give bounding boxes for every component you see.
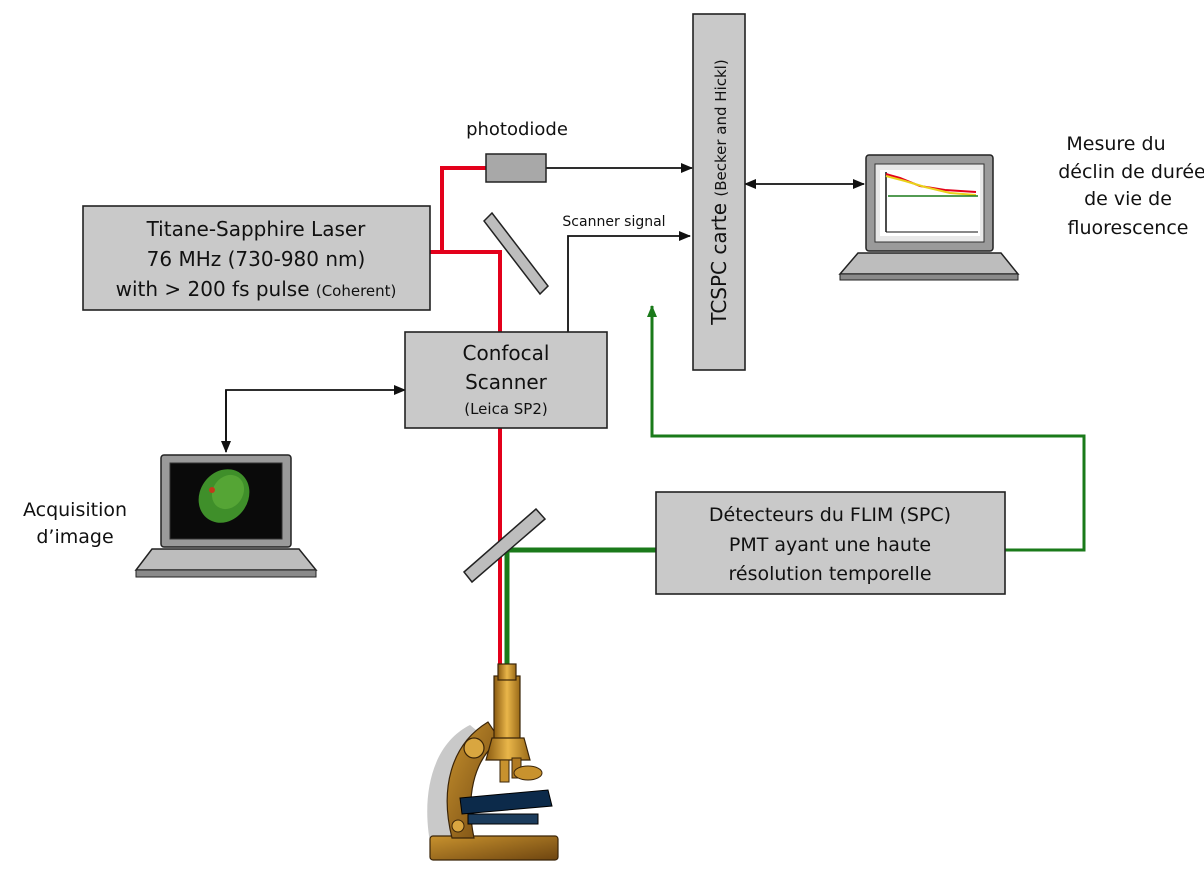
tcspc-label: TCSPC carte (Becker and Hickl) [707, 59, 731, 325]
laser-beam [430, 166, 502, 668]
scanner-line3: (Leica SP2) [464, 400, 548, 418]
tcspc-main: TCSPC carte [707, 197, 731, 326]
mirror-icon [462, 507, 547, 584]
laser-line1: Titane-Sapphire Laser [146, 217, 367, 241]
mesure-line4: fluorescence [1068, 217, 1189, 239]
laser-line3: with > 200 fs pulse (Coherent) [116, 277, 397, 301]
laser-line3-small: (Coherent) [316, 282, 397, 300]
laptop-icon [134, 454, 318, 578]
detectors-line2: PMT ayant une haute [729, 534, 931, 556]
photodiode-label: photodiode [466, 119, 568, 140]
mesure-line2: déclin de durée [1058, 161, 1204, 183]
mesure-label: Mesure du déclin de durée de vie de fluo… [1058, 133, 1204, 239]
flim-detectors-box: Détecteurs du FLIM (SPC) PMT ayant une h… [655, 491, 1006, 595]
microscope-icon [427, 663, 559, 861]
detectors-line1: Détecteurs du FLIM (SPC) [709, 504, 951, 526]
laptop-icon [838, 154, 1020, 281]
mirror-icon [483, 211, 549, 296]
acquisition-line1: Acquisition [23, 499, 127, 521]
confocal-scanner-box: Confocal Scanner (Leica SP2) [404, 331, 608, 429]
laser-box: Titane-Sapphire Laser 76 MHz (730-980 nm… [82, 205, 431, 311]
scanner-line1: Confocal [463, 341, 550, 365]
scanner-signal-label: Scanner signal [562, 214, 665, 230]
laser-line2: 76 MHz (730-980 nm) [147, 247, 366, 271]
signal-lines [221, 163, 865, 453]
laser-line3-main: with > 200 fs pulse [116, 277, 316, 301]
photodiode: photodiode [466, 119, 568, 183]
mesure-line3: de vie de [1084, 188, 1172, 210]
tcspc-small: (Becker and Hickl) [712, 59, 730, 196]
mesure-line1: Mesure du [1066, 133, 1165, 155]
acquisition-label: Acquisition d’image [23, 499, 127, 548]
scanner-line2: Scanner [465, 370, 548, 394]
acquisition-line2: d’image [36, 526, 113, 548]
tcspc-box: TCSPC carte (Becker and Hickl) [692, 13, 746, 371]
detectors-line3: résolution temporelle [728, 563, 931, 585]
